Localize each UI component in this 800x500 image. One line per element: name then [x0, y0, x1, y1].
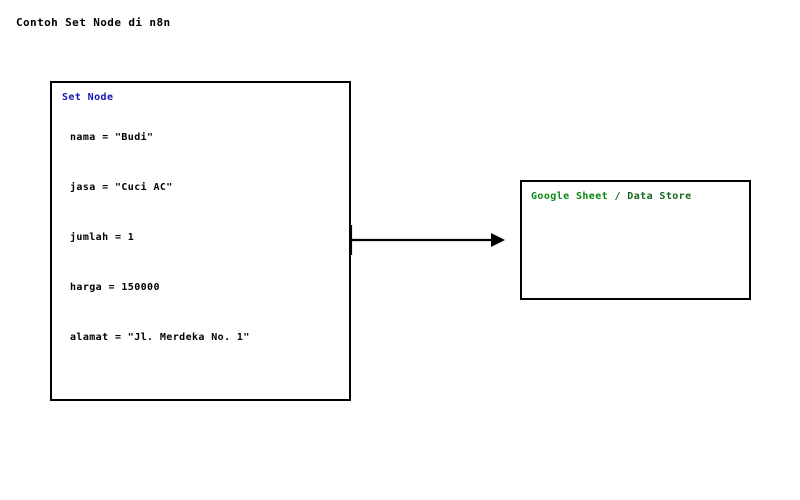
set-node-box[interactable]: Set Node nama = "Budi" jasa = "Cuci AC" …	[50, 81, 351, 401]
set-node-to-datastore-arrow	[349, 225, 505, 255]
set-node-header-label: Set Node	[62, 92, 114, 103]
set-node-field-jumlah: jumlah = 1	[70, 232, 135, 243]
datastore-node-box[interactable]: Google Sheet / Data Store	[520, 180, 751, 300]
set-node-field-alamat: alamat = "Jl. Merdeka No. 1"	[70, 332, 250, 343]
arrowhead-icon	[491, 233, 505, 247]
page-title: Contoh Set Node di n8n	[16, 16, 171, 29]
set-node-field-jasa: jasa = "Cuci AC"	[70, 182, 173, 193]
set-node-field-nama: nama = "Budi"	[70, 132, 154, 143]
datastore-node-header-primary: Google Sheet	[531, 191, 609, 202]
datastore-node-header-secondary: / Data Store	[608, 191, 692, 202]
datastore-node-header-label: Google Sheet / Data Store	[531, 191, 692, 202]
set-node-field-harga: harga = 150000	[70, 282, 160, 293]
